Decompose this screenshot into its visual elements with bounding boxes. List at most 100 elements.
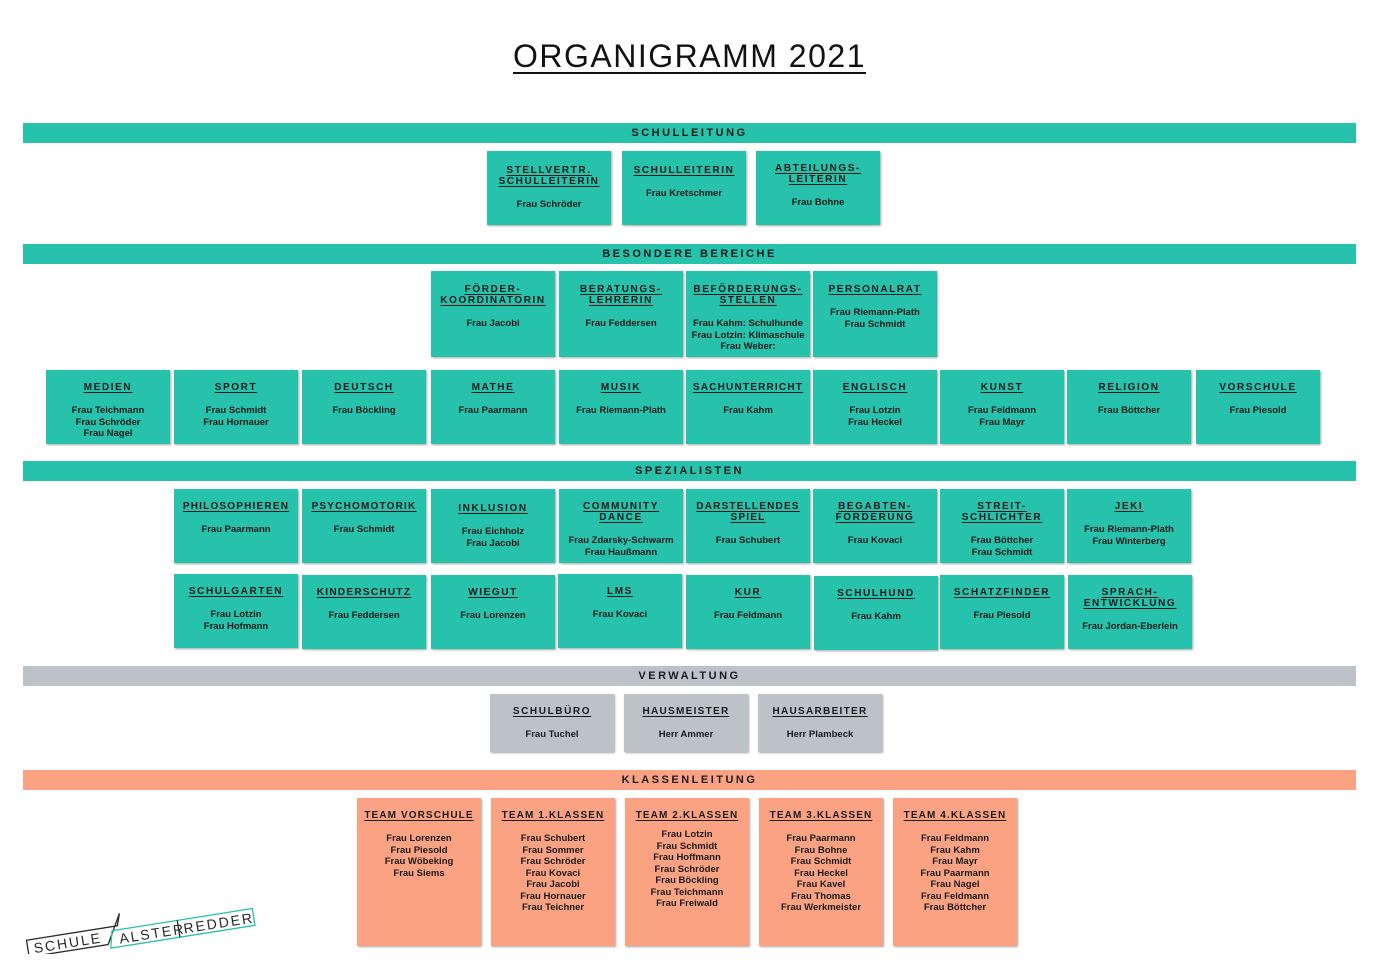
box-title: LMS: [607, 586, 633, 597]
box-kur[interactable]: KUR Frau Feldmann: [686, 575, 810, 649]
box-people: Frau Schubert Frau Sommer Frau Schröder …: [520, 833, 586, 913]
box-community-dance[interactable]: COMMUNITY DANCE Frau Zdarsky-Schwarm Fra…: [559, 489, 683, 563]
box-people: Frau Lotzin Frau Schmidt Frau Hoffmann F…: [650, 829, 724, 909]
box-title: BERATUNGS- LEHRERIN: [580, 284, 662, 306]
box-englisch[interactable]: ENGLISCH Frau Lotzin Frau Heckel: [813, 370, 937, 444]
box-people: Frau Feddersen: [328, 610, 400, 621]
box-title: WIEGUT: [468, 587, 518, 598]
box-title: HAUSMEISTER: [642, 706, 730, 717]
box-people: Frau Eichholz Frau Jacobi: [461, 526, 525, 549]
box-title: FÖRDER- KOORDINATORIN: [440, 284, 546, 306]
box-people: Frau Lorenzen: [460, 610, 526, 621]
box-religion[interactable]: RELIGION Frau Böttcher: [1067, 370, 1191, 444]
box-schatzfinder[interactable]: SCHATZFINDER Frau Piesold: [940, 575, 1064, 649]
box-people: Frau Piesold: [973, 610, 1031, 621]
box-title: BEGABTEN- FÖRDERUNG: [835, 501, 915, 523]
box-title: DEUTSCH: [334, 382, 394, 393]
box-hausarbeiter[interactable]: HAUSARBEITER Herr Plambeck: [758, 694, 882, 752]
box-title: SCHULBÜRO: [512, 706, 592, 717]
box-abteilungsleiterin[interactable]: ABTEILUNGS- LEITERIN Frau Bohne: [756, 151, 880, 225]
box-title: MEDIEN: [83, 382, 133, 393]
box-title: STELLVERTR. SCHULLEITERIN: [498, 165, 600, 187]
box-kunst[interactable]: KUNST Frau Feldmann Frau Mayr: [940, 370, 1064, 444]
box-wiegut[interactable]: WIEGUT Frau Lorenzen: [431, 575, 555, 649]
box-title: SCHULGARTEN: [188, 586, 284, 597]
box-mathe[interactable]: MATHE Frau Paarmann: [431, 370, 555, 444]
page-title: ORGANIGRAMM 2021: [513, 38, 866, 74]
box-people: Frau Kretschmer: [645, 188, 723, 199]
box-schulhund[interactable]: SCHULHUND Frau Kahm: [814, 576, 938, 650]
box-people: Frau Böttcher: [1097, 405, 1161, 416]
box-people: Frau Teichmann Frau Schröder Frau Nagel: [71, 405, 145, 439]
box-team-4-klassen[interactable]: TEAM 4.KLASSEN Frau Feldmann Frau Kahm F…: [893, 798, 1017, 946]
box-title: COMMUNITY DANCE: [582, 501, 660, 523]
box-title: MUSIK: [600, 382, 642, 393]
box-people: Frau Paarmann: [458, 405, 528, 416]
box-streitschlichter[interactable]: STREIT- SCHLICHTER Frau Böttcher Frau Sc…: [940, 489, 1064, 563]
box-people: Frau Zdarsky-Schwarm Frau Haußmann: [568, 535, 674, 558]
box-title: BEFÖRDERUNGS- STELLEN: [693, 284, 803, 306]
box-personalrat[interactable]: PERSONALRAT Frau Riemann-Plath Frau Schm…: [813, 271, 937, 357]
box-psychomotorik[interactable]: PSYCHOMOTORIK Frau Schmidt: [302, 489, 426, 563]
box-befoerderungsstellen[interactable]: BEFÖRDERUNGS- STELLEN Frau Kahm: Schulhu…: [686, 271, 810, 357]
box-people: Frau Jacobi: [466, 318, 520, 329]
box-people: Frau Riemann-Plath: [576, 405, 666, 416]
box-jeki[interactable]: JEKI Frau Riemann-Plath Frau Winterberg: [1067, 489, 1191, 563]
box-people: Frau Riemann-Plath Frau Schmidt: [830, 307, 920, 330]
section-bar-besondere-bereiche: BESONDERE BEREICHE: [23, 244, 1356, 264]
box-title: TEAM 1.KLASSEN: [501, 810, 605, 821]
box-inklusion[interactable]: INKLUSION Frau Eichholz Frau Jacobi: [431, 489, 555, 563]
section-bar-schulleitung: SCHULLEITUNG: [23, 123, 1356, 143]
box-schulbuero[interactable]: SCHULBÜRO Frau Tuchel: [490, 694, 614, 752]
box-title: DARSTELLENDES SPIEL: [696, 501, 800, 523]
box-people: Frau Kovaci: [847, 535, 903, 546]
box-people: Frau Kahm: Schulhunde Frau Lotzin: Klima…: [691, 318, 805, 352]
box-title: HAUSARBEITER: [772, 706, 868, 717]
box-title: SCHULLEITERIN: [633, 165, 735, 176]
box-title: KUR: [734, 587, 762, 598]
box-people: Herr Ammer: [658, 729, 714, 740]
box-title: JEKI: [1114, 501, 1144, 512]
box-schulgarten[interactable]: SCHULGARTEN Frau Lotzin Frau Hofmann: [174, 574, 298, 648]
box-title: TEAM 3.KLASSEN: [769, 810, 873, 821]
box-stellvertr-schulleiterin[interactable]: STELLVERTR. SCHULLEITERIN Frau Schröder: [487, 151, 611, 225]
box-people: Frau Lotzin Frau Heckel: [848, 405, 902, 428]
box-people: Frau Feddersen: [585, 318, 657, 329]
box-schulleiterin[interactable]: SCHULLEITERIN Frau Kretschmer: [622, 151, 746, 225]
box-title: VORSCHULE: [1219, 382, 1297, 393]
box-people: Frau Lorenzen Frau Piesold Frau Wöbeking…: [384, 833, 454, 879]
box-deutsch[interactable]: DEUTSCH Frau Böckling: [302, 370, 426, 444]
box-people: Frau Schröder: [516, 199, 582, 210]
box-team-vorschule[interactable]: TEAM VORSCHULE Frau Lorenzen Frau Piesol…: [357, 798, 481, 946]
box-people: Frau Kahm: [851, 611, 901, 622]
box-title: ENGLISCH: [842, 382, 908, 393]
box-title: PHILOSOPHIEREN: [182, 501, 290, 512]
box-people: Herr Plambeck: [786, 729, 854, 740]
box-people: Frau Paarmann: [201, 524, 271, 535]
box-team-3-klassen[interactable]: TEAM 3.KLASSEN Frau Paarmann Frau Bohne …: [759, 798, 883, 946]
box-people: Frau Piesold: [1229, 405, 1287, 416]
box-philosophieren[interactable]: PHILOSOPHIEREN Frau Paarmann: [174, 489, 298, 563]
box-people: Frau Kahm: [723, 405, 773, 416]
box-people: Frau Böckling: [332, 405, 396, 416]
box-team-1-klassen[interactable]: TEAM 1.KLASSEN Frau Schubert Frau Sommer…: [491, 798, 615, 946]
box-begabtenfoerderung[interactable]: BEGABTEN- FÖRDERUNG Frau Kovaci: [813, 489, 937, 563]
box-kinderschutz[interactable]: KINDERSCHUTZ Frau Feddersen: [302, 575, 426, 649]
box-team-2-klassen[interactable]: TEAM 2.KLASSEN Frau Lotzin Frau Schmidt …: [625, 798, 749, 946]
box-sachunterricht[interactable]: SACHUNTERRICHT Frau Kahm: [686, 370, 810, 444]
box-title: RELIGION: [1098, 382, 1160, 393]
box-title: PSYCHOMOTORIK: [311, 501, 417, 512]
box-sport[interactable]: SPORT Frau Schmidt Frau Hornauer: [174, 370, 298, 444]
box-title: SCHATZFINDER: [953, 587, 1051, 598]
box-title: SPORT: [214, 382, 258, 393]
box-darstellendes-spiel[interactable]: DARSTELLENDES SPIEL Frau Schubert: [686, 489, 810, 563]
box-sprachentwicklung[interactable]: SPRACH- ENTWICKLUNG Frau Jordan-Eberlein: [1068, 575, 1192, 649]
box-medien[interactable]: MEDIEN Frau Teichmann Frau Schröder Frau…: [46, 370, 170, 444]
box-lms[interactable]: LMS Frau Kovaci: [558, 574, 682, 648]
box-vorschule[interactable]: VORSCHULE Frau Piesold: [1196, 370, 1320, 444]
box-hausmeister[interactable]: HAUSMEISTER Herr Ammer: [624, 694, 748, 752]
box-foerderkoordinatorin[interactable]: FÖRDER- KOORDINATORIN Frau Jacobi: [431, 271, 555, 357]
box-musik[interactable]: MUSIK Frau Riemann-Plath: [559, 370, 683, 444]
box-title: KINDERSCHUTZ: [316, 587, 412, 598]
box-beratungslehrerin[interactable]: BERATUNGS- LEHRERIN Frau Feddersen: [559, 271, 683, 357]
